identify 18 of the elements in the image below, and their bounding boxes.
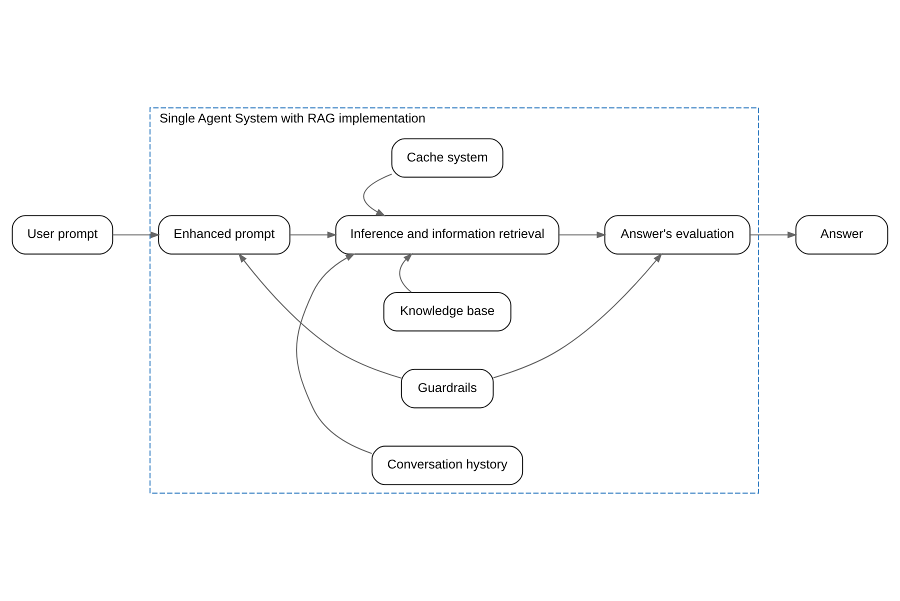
node-box: Answer's evaluation [604, 215, 750, 255]
node-box: Guardrails [400, 368, 494, 408]
node-box: Cache system [391, 138, 504, 178]
node-box: Answer [795, 215, 888, 255]
node-box: Enhanced prompt [158, 215, 290, 255]
node-box: Inference and information retrieval [335, 215, 560, 255]
arrow [290, 231, 337, 238]
arrow [399, 253, 413, 293]
arrow [750, 231, 798, 238]
arrow [363, 174, 392, 216]
node-box: Knowledge base [383, 292, 512, 332]
arrow [559, 231, 606, 238]
arrow [493, 253, 662, 378]
arrow [296, 253, 372, 454]
arrow [112, 231, 160, 238]
node-box: User prompt [12, 215, 114, 255]
arrow [238, 253, 402, 379]
node-box: Conversation hystory [372, 446, 524, 486]
